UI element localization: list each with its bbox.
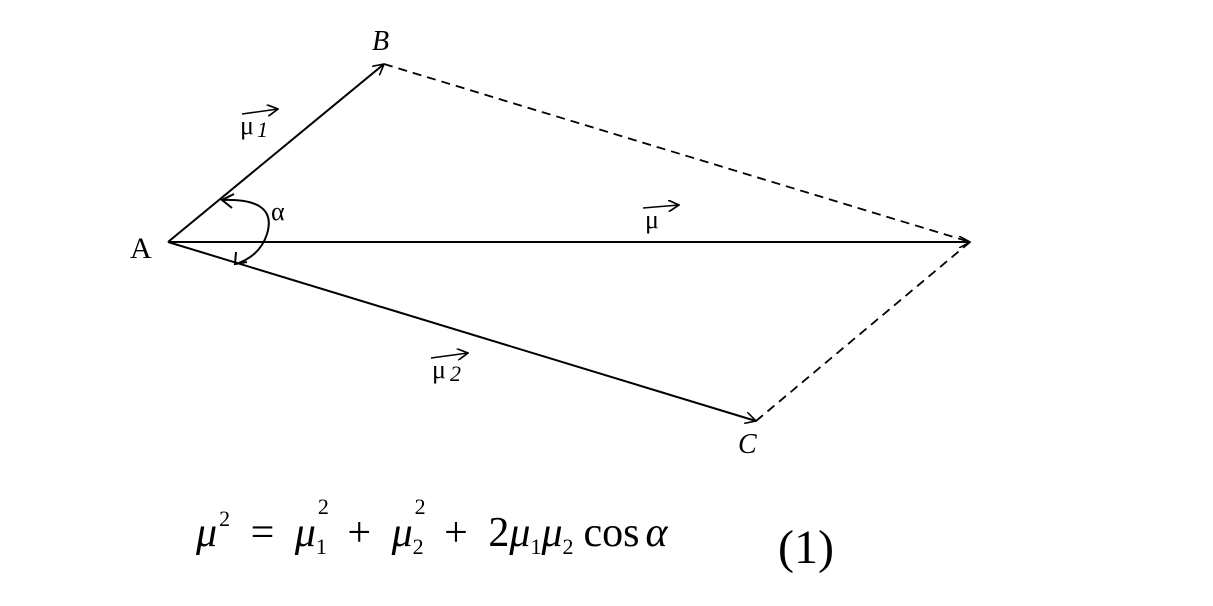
eq-term1-exponent: 2 — [317, 494, 329, 519]
vector-label-mu1: μ 1 — [240, 109, 278, 142]
overarrow-icon — [241, 109, 278, 114]
vector-label-mu-symbol: μ — [645, 205, 659, 234]
angle-arc — [221, 198, 270, 265]
point-b-label: B — [372, 26, 389, 57]
eq-cos: cos — [583, 510, 640, 556]
vector-label-mu: μ — [642, 205, 679, 234]
eq-plus-1: + — [347, 510, 372, 556]
eq-term3-subscript: 1 — [530, 534, 542, 559]
angle-label: α — [271, 197, 285, 226]
eq-term1-subscript: 1 — [315, 534, 327, 559]
eq-lhs: μ — [196, 510, 218, 556]
point-c-label: C — [738, 429, 757, 460]
eq-term3: μ — [509, 510, 531, 556]
vector-label-mu2-index: 2 — [450, 361, 461, 386]
angle-arrowhead-bottom — [233, 251, 248, 266]
eq-term2-subscript: 2 — [412, 534, 424, 559]
dashed-side-b — [383, 63, 971, 243]
eq-term4: μ — [541, 510, 563, 556]
angle-arrowhead-top — [220, 193, 235, 209]
vector-label-mu2: μ 2 — [430, 353, 468, 386]
eq-plus-2: + — [444, 510, 468, 556]
vector-label-mu1-symbol: μ — [240, 111, 254, 140]
vector-label-mu2-symbol: μ — [432, 355, 446, 384]
equation-number: (1) — [778, 521, 834, 574]
dashed-side-c — [755, 241, 971, 422]
eq-lhs-exponent: 2 — [219, 506, 231, 531]
eq-angle: α — [645, 510, 668, 556]
point-a-label: A — [130, 232, 152, 265]
eq-equals: = — [250, 510, 275, 556]
eq-term1: μ — [294, 510, 316, 556]
overarrow-icon — [430, 353, 468, 358]
vector-mu2-arrow — [167, 241, 756, 421]
vector-label-mu1-index: 1 — [257, 117, 268, 142]
eq-coefficient: 2 — [488, 510, 510, 556]
vector-mu1-arrow — [167, 64, 384, 243]
eq-term2-exponent: 2 — [414, 494, 426, 519]
eq-term4-subscript: 2 — [562, 534, 574, 559]
eq-term2: μ — [391, 510, 413, 556]
overarrow-icon — [642, 205, 679, 208]
